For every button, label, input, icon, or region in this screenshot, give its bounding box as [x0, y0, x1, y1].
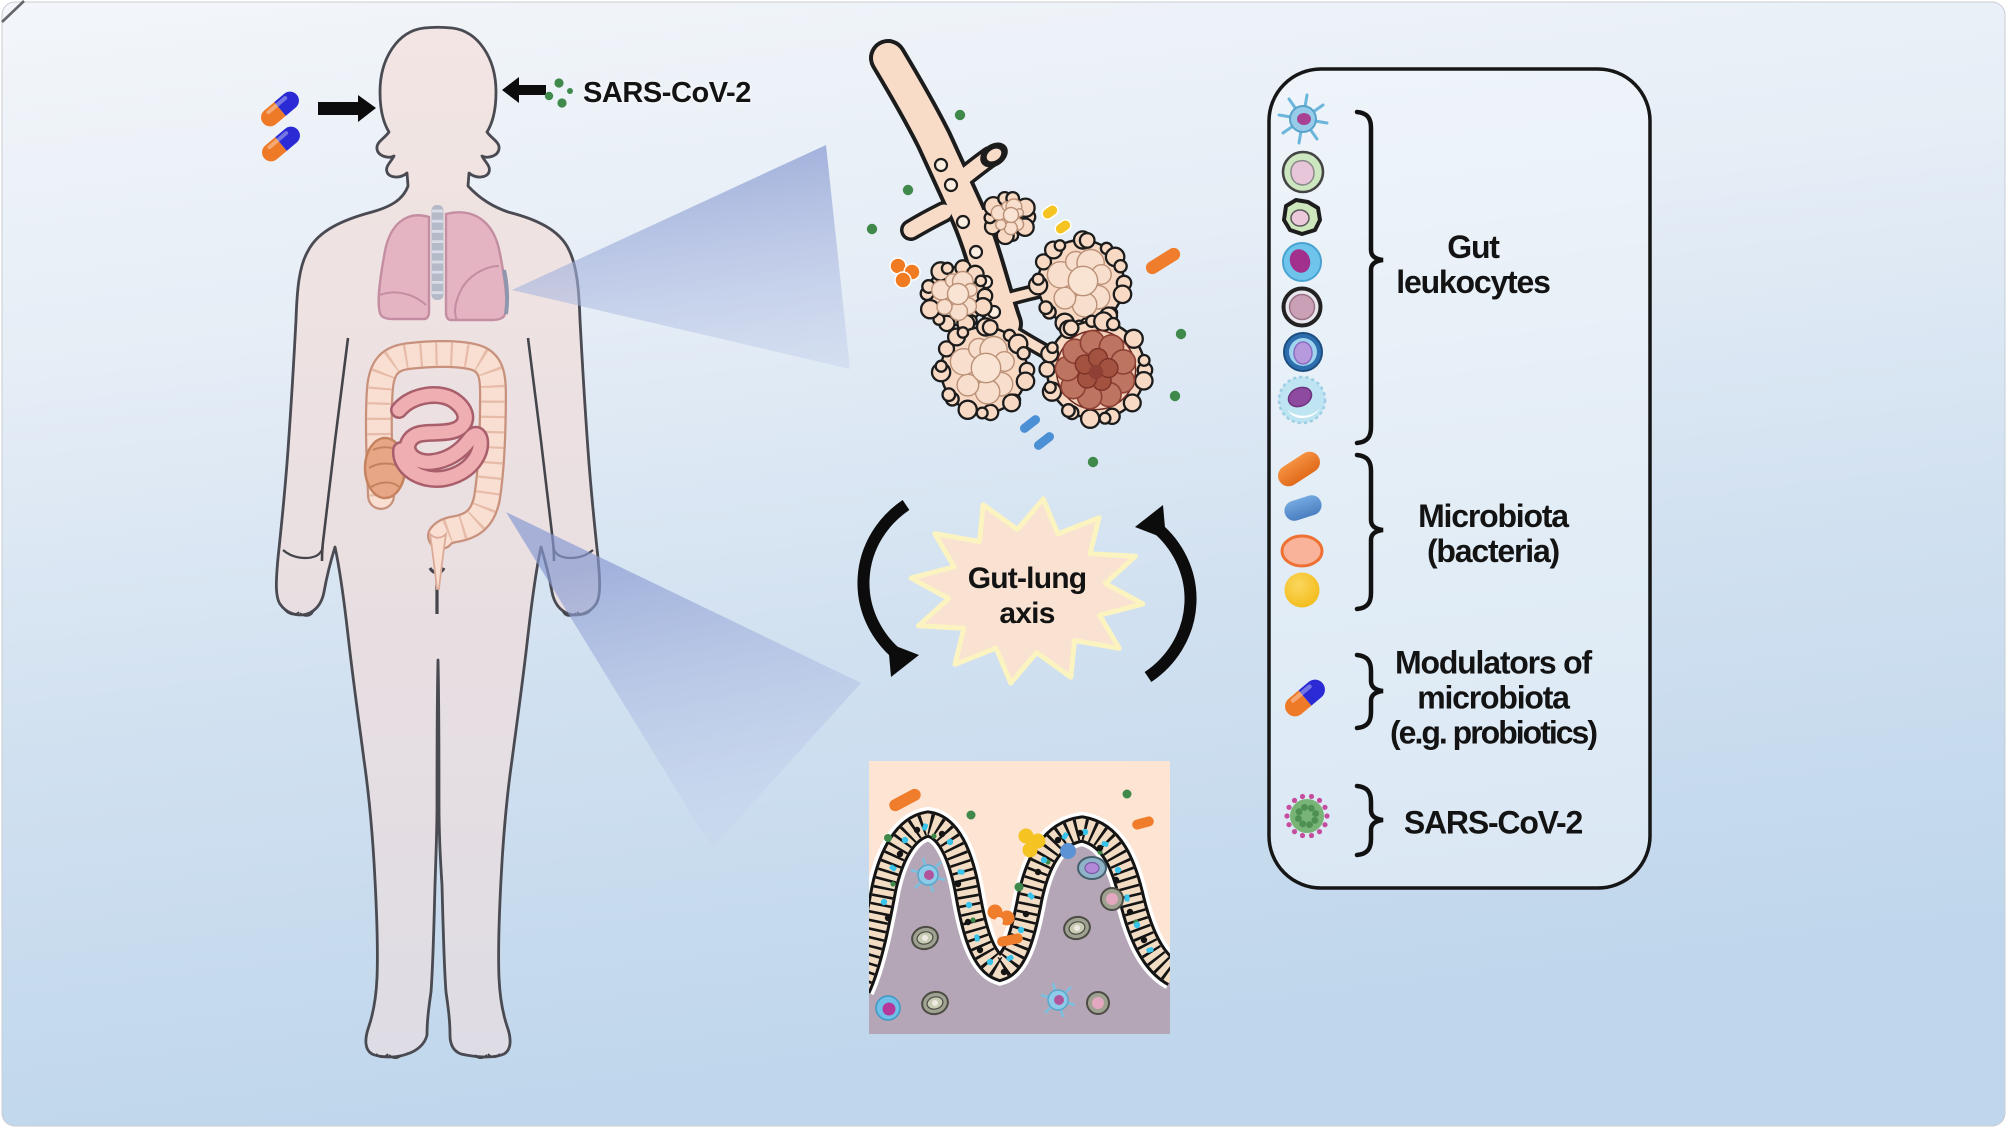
- svg-text:Gut: Gut: [1447, 229, 1500, 265]
- svg-text:microbiota: microbiota: [1417, 680, 1570, 716]
- svg-text:leukocytes: leukocytes: [1396, 264, 1550, 300]
- svg-text:SARS-CoV-2: SARS-CoV-2: [583, 77, 751, 109]
- svg-text:(bacteria): (bacteria): [1427, 533, 1560, 569]
- svg-text:SARS-CoV-2: SARS-CoV-2: [1404, 805, 1583, 841]
- svg-text:Microbiota: Microbiota: [1418, 498, 1569, 534]
- svg-text:axis: axis: [999, 597, 1054, 630]
- svg-text:(e.g. probiotics): (e.g. probiotics): [1390, 715, 1597, 751]
- svg-text:Gut-lung: Gut-lung: [968, 562, 1087, 595]
- svg-text:Modulators of: Modulators of: [1395, 645, 1592, 681]
